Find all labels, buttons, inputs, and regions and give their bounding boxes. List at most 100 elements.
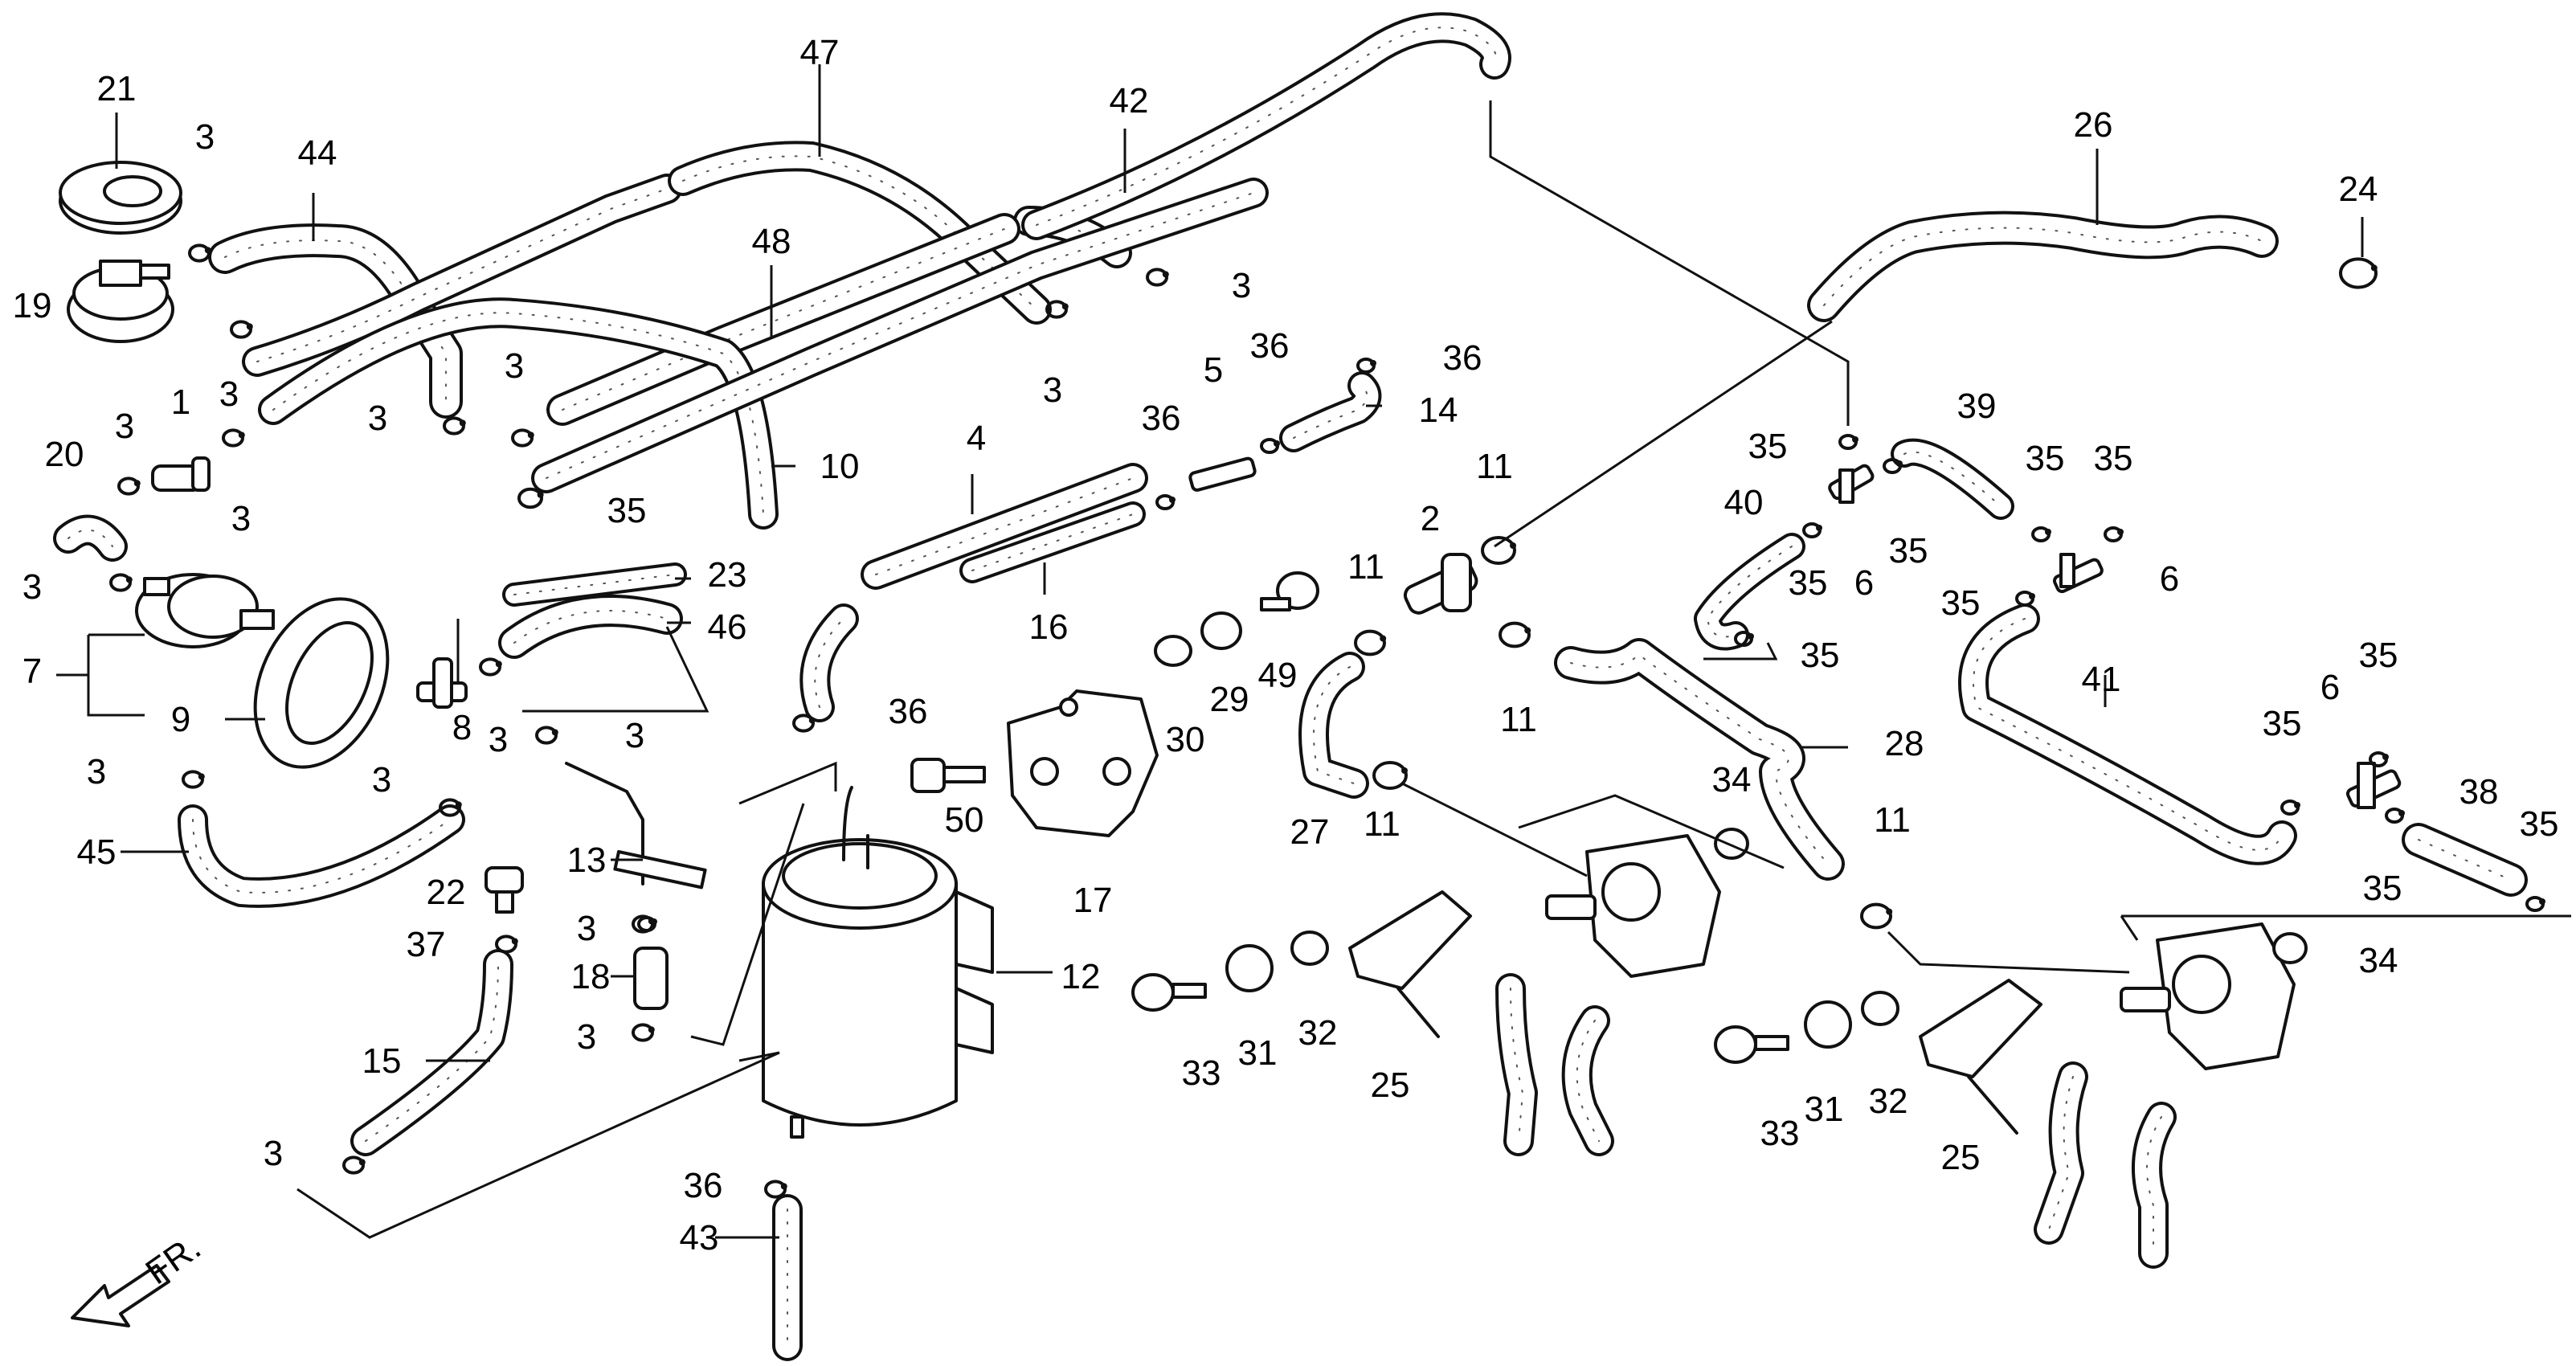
leader-7 <box>56 633 145 717</box>
callout-p32-86: 32 <box>1869 1082 1908 1121</box>
front-direction-arrow: FR. <box>71 1227 208 1327</box>
callout-p6-34: 6 <box>2160 559 2179 599</box>
part-9-mounting-strap <box>253 597 390 769</box>
clip-35-i <box>2280 800 2300 816</box>
callout-p11-24: 11 <box>1476 447 1513 486</box>
leader-frame-left <box>1518 794 1785 869</box>
callout-p3-58: 3 <box>87 752 106 791</box>
callout-p36-21: 36 <box>1250 326 1290 366</box>
hose-pump-left-in <box>799 603 859 722</box>
callout-p35-32: 35 <box>1889 531 1928 571</box>
callout-p26-5: 26 <box>2074 105 2113 145</box>
hose-pump-right-2 <box>2132 1102 2177 1269</box>
callout-p3-45: 3 <box>489 720 508 759</box>
callout-p3-10: 3 <box>1043 370 1062 410</box>
leader-frame-35 <box>1703 642 1778 661</box>
clip-36-e <box>764 1180 787 1199</box>
callout-p21-0: 21 <box>97 69 137 108</box>
part-17-mounting-bracket <box>1007 689 1159 837</box>
callout-p25-87: 25 <box>1941 1138 1981 1177</box>
part-25-bracket-left <box>1348 890 1472 1038</box>
part-fuel-pump-right <box>2120 922 2296 1070</box>
part-33-bolt-left <box>1131 973 1207 1012</box>
callout-p35-57: 35 <box>2263 704 2302 743</box>
clip-11-b <box>1354 629 1387 656</box>
clip-24 <box>2339 257 2378 289</box>
clip-3-i <box>1045 300 1069 319</box>
callout-p35-18: 35 <box>607 491 647 530</box>
part-12-charcoal-canister <box>762 786 994 1139</box>
hose-38 <box>2402 823 2528 897</box>
part-1-fitting <box>151 456 211 492</box>
callout-p18-77: 18 <box>571 957 611 996</box>
part-49-screw <box>1260 571 1319 611</box>
clip-36-b <box>1155 494 1176 510</box>
part-31-grommet-right <box>1804 1000 1852 1049</box>
callout-p40-30: 40 <box>1724 483 1764 522</box>
callout-p22-72: 22 <box>427 873 466 912</box>
clip-35-b <box>1838 434 1858 450</box>
part-21-filler-cap-ring <box>59 161 182 235</box>
clip-35-g <box>2015 591 2035 607</box>
callout-p35-29: 35 <box>2094 439 2133 478</box>
part-7-control-valve <box>135 573 275 648</box>
hose-15 <box>350 949 513 1156</box>
callout-p36-19: 36 <box>1142 399 1181 438</box>
hose-16 <box>959 501 1146 583</box>
callout-p4-36: 4 <box>967 419 986 458</box>
callout-p3-17: 3 <box>231 499 251 538</box>
hose-45 <box>178 804 465 908</box>
part-fuel-pump-left <box>1545 834 1721 978</box>
clip-3-b <box>230 320 253 339</box>
hose-14 <box>1279 371 1382 452</box>
clip-3-c <box>222 428 245 448</box>
callout-p36-47: 36 <box>889 692 928 731</box>
callout-p15-83: 15 <box>362 1041 402 1081</box>
clip-37 <box>495 935 518 954</box>
callout-p3-59: 3 <box>372 760 391 800</box>
callout-p10-37: 10 <box>820 447 860 486</box>
clip-36-a <box>792 714 816 733</box>
part-6-tee-fitting-b <box>2052 553 2104 594</box>
callout-p6-56: 6 <box>2320 668 2340 707</box>
hose-44 <box>208 223 463 419</box>
part-32-collar-right <box>1861 991 1899 1026</box>
hose-27 <box>1298 652 1369 799</box>
callout-p6-31: 6 <box>1854 563 1874 603</box>
part-34-nut-left <box>1714 828 1749 860</box>
hose-23-spring <box>502 562 687 607</box>
callout-p36-22: 36 <box>1443 338 1482 378</box>
part-5-fitting <box>1188 456 1257 492</box>
callout-p35-55: 35 <box>2359 636 2398 675</box>
leader-pump-left <box>1401 782 1588 877</box>
hose-47-a <box>242 174 682 377</box>
callout-p13-71: 13 <box>567 840 607 880</box>
part-31-grommet-left <box>1225 944 1274 992</box>
callout-p49-50: 49 <box>1258 656 1298 695</box>
callout-p42-4: 42 <box>1110 81 1149 121</box>
part-32-collar-left <box>1290 930 1329 966</box>
part-22-cap <box>485 866 524 914</box>
hose-20 <box>53 514 128 562</box>
callout-p11-42: 11 <box>1347 547 1384 587</box>
callout-p41-54: 41 <box>2082 660 2121 699</box>
callout-p3-60: 3 <box>625 716 644 755</box>
callout-p3-16: 3 <box>115 407 134 446</box>
callout-p33-79: 33 <box>1182 1053 1221 1093</box>
callout-p11-66: 11 <box>1874 800 1911 840</box>
clip-3-f <box>443 416 466 436</box>
part-30-grommet <box>1154 635 1192 667</box>
hose-42-b <box>1021 12 1511 240</box>
callout-p35-26: 35 <box>1748 427 1788 466</box>
callout-p3-11: 3 <box>219 374 239 414</box>
callout-p36-89: 36 <box>684 1166 723 1205</box>
leader-pump-right <box>1887 930 2130 974</box>
callout-p3-73: 3 <box>577 909 596 948</box>
callout-p7-43: 7 <box>22 652 42 691</box>
clip-3-m <box>439 798 462 817</box>
hose-41 <box>1958 603 2297 865</box>
clip-3-e <box>109 573 133 592</box>
callout-p35-69: 35 <box>2363 869 2402 908</box>
callout-p35-33: 35 <box>1789 563 1828 603</box>
leader-frame-35b <box>456 619 805 1046</box>
